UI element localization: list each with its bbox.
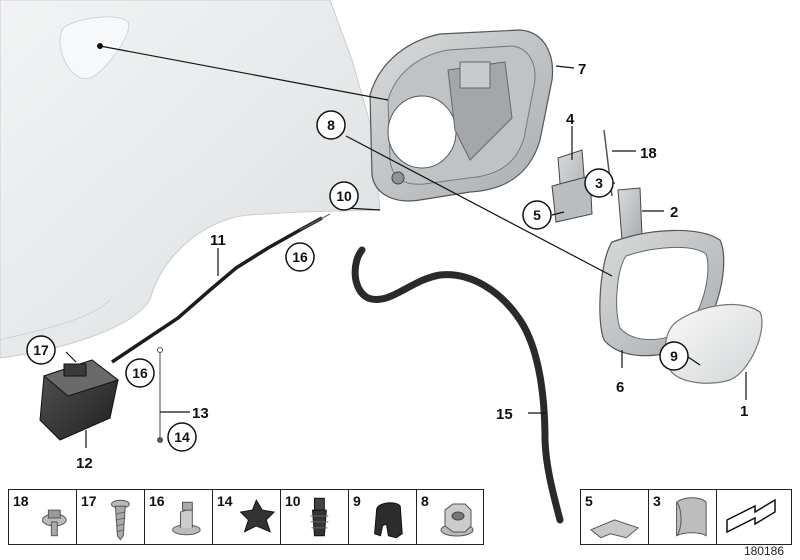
callout-6: 6 xyxy=(616,379,624,396)
fastener-cell-3: 3 xyxy=(649,490,717,544)
spring-clip-icon xyxy=(589,519,640,539)
hex-nut-icon xyxy=(440,503,474,537)
callout-16-upper: 16 xyxy=(292,249,308,265)
fastener-number: 8 xyxy=(421,493,429,509)
rubber-buffer-icon xyxy=(374,502,403,539)
fastener-number: 10 xyxy=(285,493,301,509)
callout-5: 5 xyxy=(533,207,541,223)
fastener-strip-left: 18 17 16 14 10 xyxy=(8,489,484,545)
fastener-cell-9: 9 xyxy=(349,490,417,544)
screw-washer-icon xyxy=(42,509,67,537)
fastener-number: 16 xyxy=(149,493,165,509)
leader-lines xyxy=(65,45,747,448)
callout-labels: 7 4 18 2 11 6 1 13 15 12 xyxy=(76,61,748,472)
fastener-cell-8: 8 xyxy=(417,490,483,544)
document-number: 180186 xyxy=(743,544,784,558)
hinge-parts xyxy=(551,129,643,241)
fastener-cell-arrow xyxy=(717,490,791,544)
fastener-cell-14: 14 xyxy=(213,490,281,544)
expanding-rivet-icon xyxy=(310,497,329,537)
callout-16-lower: 16 xyxy=(132,365,148,381)
fastener-strip-right: 5 3 xyxy=(580,489,792,545)
bowden-cable xyxy=(111,213,331,364)
callout-9: 9 xyxy=(670,348,678,364)
circled-callouts: 8 10 3 5 16 17 16 9 14 xyxy=(26,110,689,452)
filler-housing xyxy=(369,29,554,202)
callout-13: 13 xyxy=(192,405,209,422)
fastener-cell-17: 17 xyxy=(77,490,145,544)
callout-8: 8 xyxy=(327,117,335,133)
side-panel xyxy=(0,0,381,359)
fastener-cell-10: 10 xyxy=(281,490,349,544)
fastener-number: 5 xyxy=(585,493,593,509)
star-grommet-icon xyxy=(239,499,276,533)
callout-14: 14 xyxy=(174,429,190,445)
callout-18: 18 xyxy=(640,145,657,162)
fastener-number: 18 xyxy=(13,493,29,509)
callout-7: 7 xyxy=(578,61,586,78)
fastener-number: 17 xyxy=(81,493,97,509)
callout-10: 10 xyxy=(336,188,352,204)
callout-4: 4 xyxy=(566,111,575,128)
screw-icon xyxy=(110,499,130,541)
clip-nut-icon xyxy=(172,501,201,536)
arrow-icon xyxy=(726,498,776,534)
drain-hose xyxy=(351,246,564,524)
pin xyxy=(157,347,163,443)
callout-15: 15 xyxy=(496,406,513,423)
actuator xyxy=(39,359,120,441)
callout-11: 11 xyxy=(210,232,226,249)
fastener-cell-5: 5 xyxy=(581,490,649,544)
bracket-icon xyxy=(676,497,707,537)
fastener-number: 3 xyxy=(653,493,661,509)
fastener-cell-18: 18 xyxy=(9,490,77,544)
callout-2: 2 xyxy=(670,204,678,221)
fastener-cell-16: 16 xyxy=(145,490,213,544)
callout-1: 1 xyxy=(740,403,748,420)
callout-3: 3 xyxy=(595,175,603,191)
callout-17: 17 xyxy=(33,342,49,358)
fastener-number: 9 xyxy=(353,493,361,509)
fastener-number: 14 xyxy=(217,493,233,509)
callout-12: 12 xyxy=(76,455,93,472)
